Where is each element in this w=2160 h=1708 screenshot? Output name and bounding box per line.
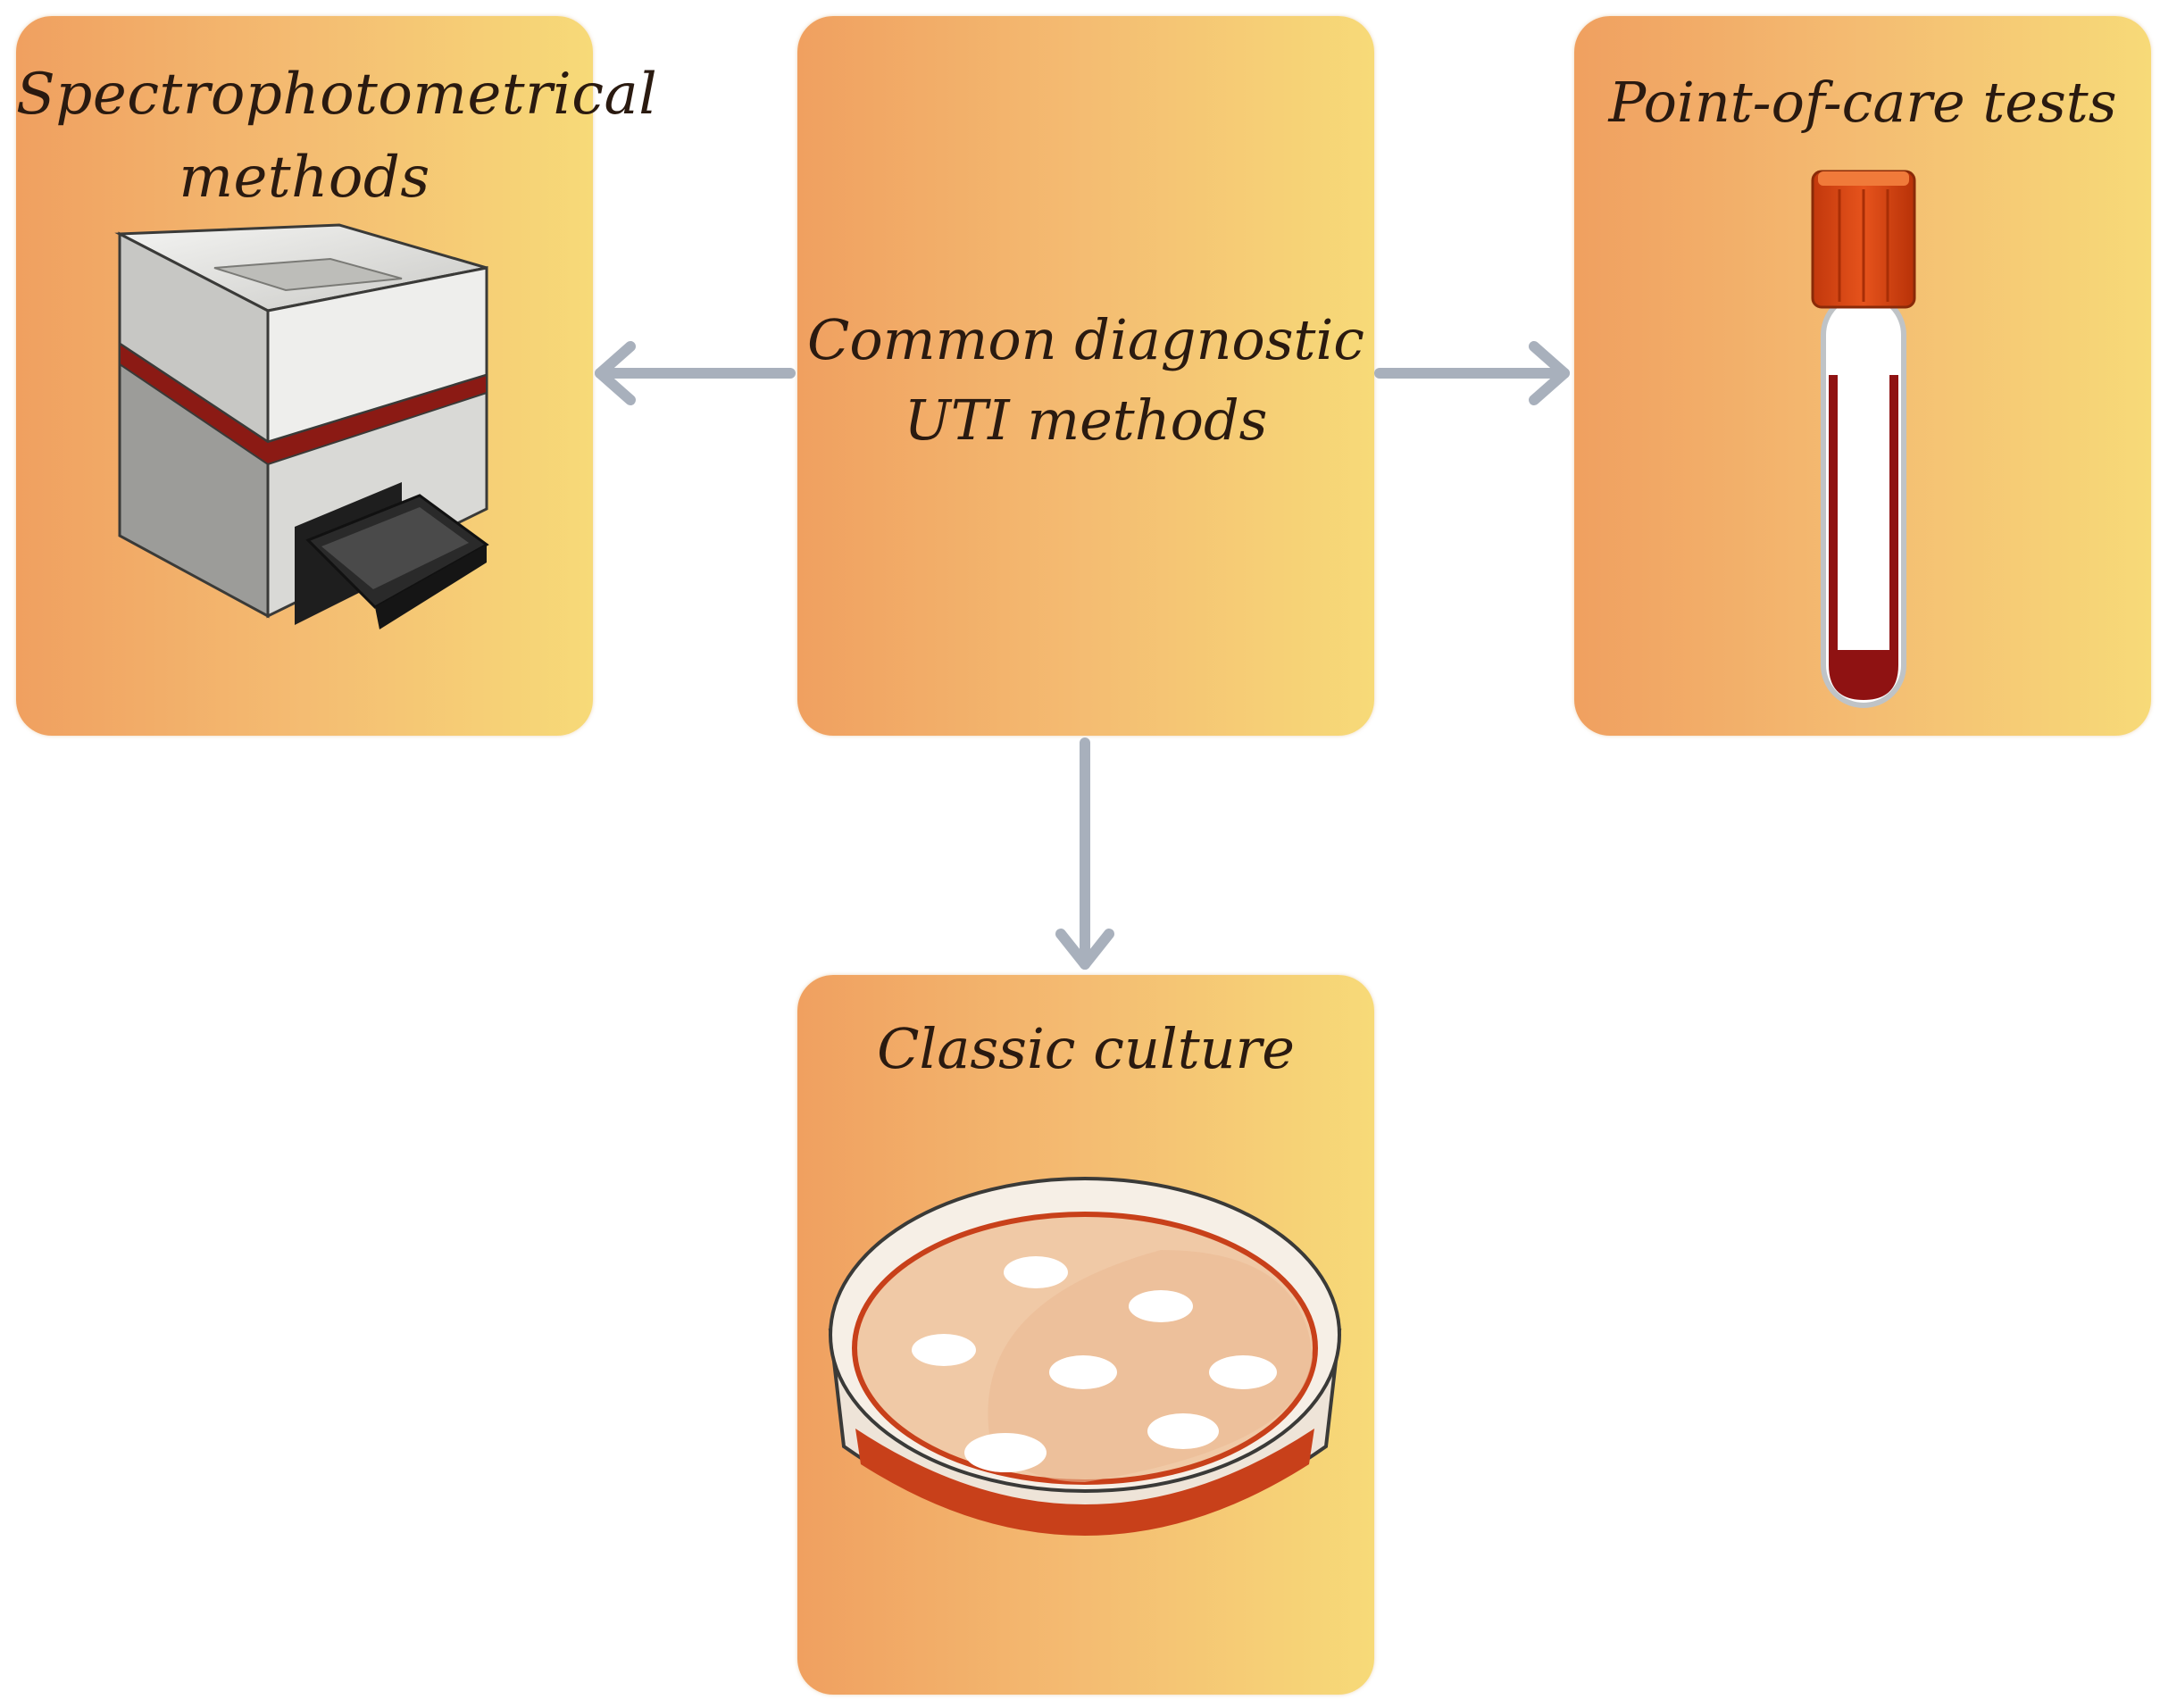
node-label-common-diagnostic: Common diagnostic UTI methods (806, 307, 1365, 453)
arrow-center-to-bottom (1055, 737, 1114, 970)
node-classic-culture: Classic culture (797, 975, 1374, 1695)
node-point-of-care-tests: Point-of-care tests (1574, 16, 2151, 736)
node-spectrophotometrical-methods: Spectrophotometrical methods (16, 16, 658, 736)
node-label-classic-culture: Classic culture (877, 1016, 1295, 1081)
node-common-diagnostic-uti-methods: Common diagnostic UTI methods (797, 16, 1374, 736)
arrow-center-to-right (1374, 341, 1570, 405)
node-label-spectrophotometrical: Spectrophotometrical methods (16, 62, 658, 211)
node-label-point-of-care: Point-of-care tests (1608, 70, 2117, 135)
arrow-center-to-left (595, 341, 796, 405)
